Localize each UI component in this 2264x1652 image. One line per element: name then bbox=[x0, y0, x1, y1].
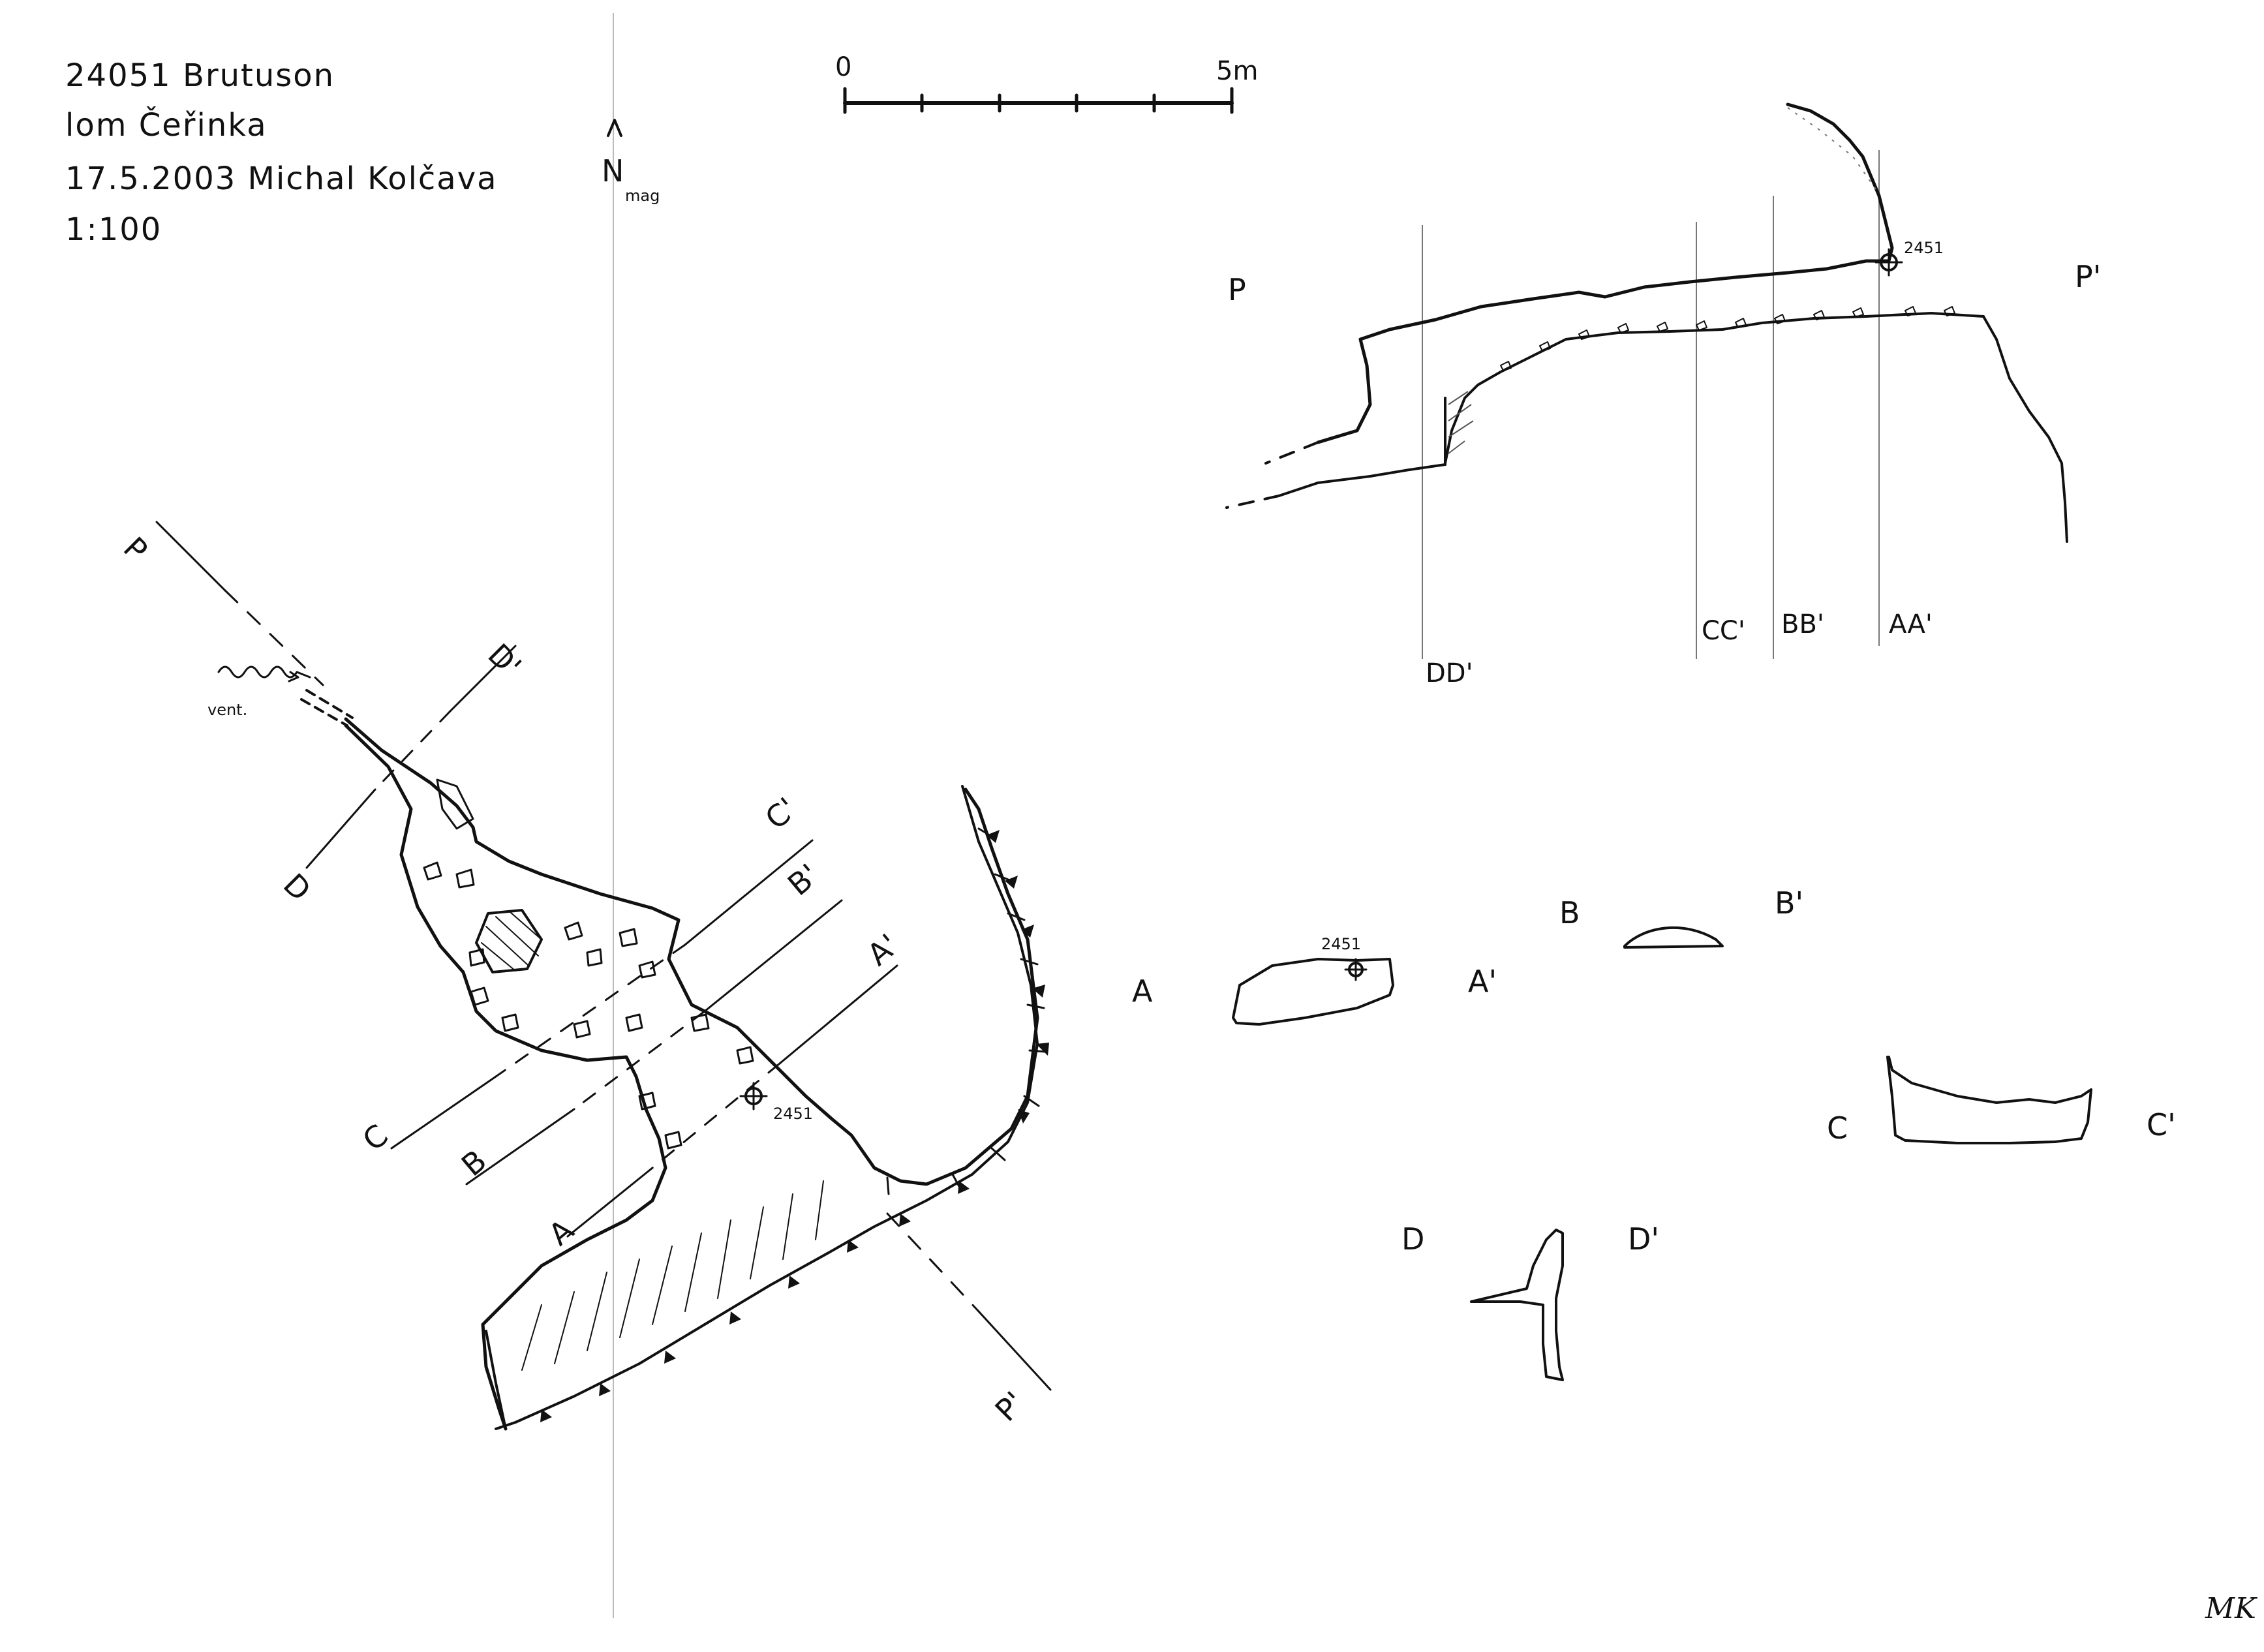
survey-station-marker: 2451 bbox=[739, 1082, 813, 1123]
profile-label-p-prime: P' bbox=[2075, 259, 2101, 294]
map-scale-ratio: 1:100 bbox=[65, 211, 162, 248]
rock-block-hatched bbox=[436, 778, 474, 830]
xsec-a-start: A bbox=[1132, 973, 1153, 1009]
profile-entrance-slope bbox=[1787, 107, 1876, 190]
section-line-p-prime bbox=[977, 1310, 1052, 1391]
section-line-d bbox=[449, 645, 517, 712]
profile-floor bbox=[1444, 312, 1985, 465]
xsec-a-station: 2451 bbox=[1321, 935, 1368, 981]
survey-station-marker-profile: 2451 bbox=[1874, 239, 1944, 277]
profile-marker-dd: DD' bbox=[1426, 658, 1473, 688]
plan-section-c-end: C' bbox=[758, 791, 803, 836]
profile-ceiling bbox=[1316, 102, 1894, 444]
section-line-c bbox=[684, 839, 814, 946]
plan-section-d-start: D bbox=[277, 866, 318, 908]
cross-section-a: A A' 2451 bbox=[1132, 935, 1497, 1026]
xsec-a-outline bbox=[1232, 958, 1394, 1026]
passage-wall-outline bbox=[344, 717, 1039, 1186]
passage-wall-outline bbox=[344, 724, 667, 1431]
section-line-a bbox=[566, 1167, 654, 1238]
north-subscript: mag bbox=[625, 187, 660, 205]
profile-dashed-continuation bbox=[1264, 441, 1319, 465]
author-signature: MK bbox=[2205, 1592, 2257, 1625]
xsec-c-start: C bbox=[1827, 1110, 1848, 1146]
plan-section-p-end: P' bbox=[988, 1384, 1032, 1428]
entrance-passage-dashed bbox=[305, 689, 354, 719]
profile-dashed-continuation bbox=[1225, 495, 1280, 509]
ventilation-icon bbox=[217, 665, 311, 682]
location-name: lom Čeřinka bbox=[65, 106, 268, 144]
quarry-edge-left bbox=[485, 1330, 507, 1430]
cross-section-b: B B' bbox=[1559, 885, 1803, 949]
rock-block-hatching bbox=[481, 911, 542, 971]
plan-section-c-start: C bbox=[356, 1118, 395, 1158]
quarry-edge-ticks bbox=[540, 830, 1049, 1422]
station-label-profile: 2451 bbox=[1904, 239, 1944, 257]
section-line-c bbox=[390, 1075, 497, 1150]
scale-end-label: 5m bbox=[1216, 56, 1258, 86]
entrance-passage-dashed bbox=[300, 698, 348, 727]
section-line-p bbox=[155, 521, 226, 592]
section-line-d bbox=[305, 788, 376, 869]
plan-section-a-end: A' bbox=[861, 927, 906, 973]
cave-id-name: 24051 Brutuson bbox=[65, 57, 335, 94]
rock-block-hatched bbox=[475, 909, 543, 973]
xsec-d-end: D' bbox=[1628, 1221, 1659, 1257]
xsec-c-end: C' bbox=[2147, 1107, 2176, 1142]
quarry-edge-line bbox=[495, 785, 1039, 1430]
section-line-p bbox=[224, 589, 324, 686]
xsec-b-start: B bbox=[1559, 895, 1580, 930]
north-arrow-icon bbox=[607, 119, 622, 137]
section-line-d bbox=[374, 710, 451, 791]
plan-section-d-end: D' bbox=[481, 637, 528, 684]
profile-lower-floor bbox=[1277, 463, 1446, 497]
profile-label-p: P bbox=[1228, 272, 1246, 307]
longitudinal-profile: P P' DD' CC' BB' AA' 2451 bbox=[1225, 102, 2101, 688]
section-line-a bbox=[651, 1062, 781, 1169]
north-arrow: N mag bbox=[602, 119, 660, 205]
profile-marker-cc: CC' bbox=[1702, 616, 1745, 646]
xsec-b-outline bbox=[1623, 926, 1724, 949]
profile-marker-aa: AA' bbox=[1889, 609, 1933, 639]
xsec-a-station-label: 2451 bbox=[1321, 935, 1361, 953]
xsec-c-outline bbox=[1886, 1056, 2092, 1144]
xsec-d-outline bbox=[1470, 1229, 1564, 1381]
section-line-p-prime bbox=[886, 1212, 980, 1313]
plan-section-b-end: B' bbox=[781, 857, 826, 902]
scale-bar: 0 5m bbox=[835, 52, 1258, 114]
ventilation-label: vent. bbox=[207, 701, 247, 719]
profile-marker-bb: BB' bbox=[1781, 609, 1824, 639]
section-line-a bbox=[778, 964, 898, 1065]
xsec-b-end: B' bbox=[1775, 885, 1803, 921]
title-block: 24051 Brutuson lom Čeřinka 17.5.2003 Mic… bbox=[65, 57, 498, 248]
section-line-b bbox=[465, 1108, 575, 1185]
cave-plan: P P' D D' C C' B B' A A' vent. bbox=[117, 521, 1052, 1431]
north-label: N bbox=[602, 153, 624, 189]
slope-hatching bbox=[521, 1180, 824, 1371]
plan-section-b-start: B bbox=[455, 1143, 493, 1184]
cross-section-d: D D' bbox=[1401, 1221, 1659, 1381]
xsec-a-end: A' bbox=[1468, 964, 1497, 999]
scale-start-label: 0 bbox=[835, 52, 851, 82]
debris-blocks bbox=[423, 861, 754, 1150]
wall-hatching bbox=[886, 827, 1047, 1195]
station-label-plan: 2451 bbox=[773, 1105, 813, 1123]
profile-floor-debris bbox=[1500, 306, 1955, 371]
survey-date-author: 17.5.2003 Michal Kolčava bbox=[65, 161, 498, 197]
section-line-b bbox=[573, 1010, 706, 1110]
xsec-d-start: D bbox=[1401, 1221, 1424, 1257]
section-line-b bbox=[703, 899, 843, 1013]
profile-step-hatching bbox=[1448, 391, 1474, 454]
cross-section-c: C C' bbox=[1827, 1056, 2176, 1146]
plan-section-p-start: P bbox=[117, 530, 155, 568]
profile-right-wall bbox=[1982, 315, 2068, 543]
